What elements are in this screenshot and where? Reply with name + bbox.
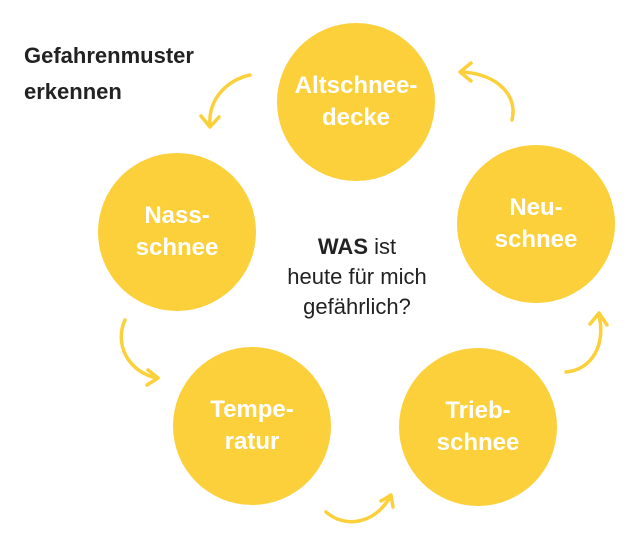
node-triebschnee: Trieb- schnee <box>399 348 557 506</box>
center-line-1: WAS ist <box>254 232 460 262</box>
node-label-line-2: schnee <box>436 429 520 456</box>
diagram-title: Gefahrenmuster erkennen <box>24 38 254 110</box>
node-label-line-1: Nass- <box>144 202 210 229</box>
title-line-2: erkennen <box>24 79 122 104</box>
arrow-altschneedecke-to-nassschnee <box>199 73 252 129</box>
node-altschneedecke: Altschnee- decke <box>277 23 435 181</box>
node-temperatur: Tempe- ratur <box>173 347 331 505</box>
node-label-line-1: Trieb- <box>445 397 511 424</box>
node-nassschnee: Nass- schnee <box>98 153 256 311</box>
arrow-neuschnee-to-altschneedecke <box>458 61 515 122</box>
center-line-1-rest: ist <box>368 234 397 259</box>
arrow-nassschnee-to-temperatur <box>119 318 160 387</box>
node-label-line-1: Neu- <box>509 194 563 221</box>
node-label-line-1: Altschnee- <box>294 72 418 99</box>
node-label-line-1: Tempe- <box>210 396 294 423</box>
arrow-triebschnee-to-neuschnee <box>564 311 609 374</box>
center-question: WAS ist heute für mich gefährlich? <box>254 232 460 322</box>
node-label-line-2: ratur <box>224 428 280 455</box>
node-label-line-2: schnee <box>135 234 219 261</box>
center-line-2: heute für mich <box>287 264 427 289</box>
center-emphasis: WAS <box>317 234 368 259</box>
center-line-3: gefährlich? <box>303 294 411 319</box>
node-neuschnee: Neu- schnee <box>457 145 615 303</box>
node-label-line-2: decke <box>321 104 391 131</box>
node-label-line-2: schnee <box>494 226 578 253</box>
title-line-1: Gefahrenmuster <box>24 43 194 68</box>
arrow-temperatur-to-triebschnee <box>324 493 395 524</box>
